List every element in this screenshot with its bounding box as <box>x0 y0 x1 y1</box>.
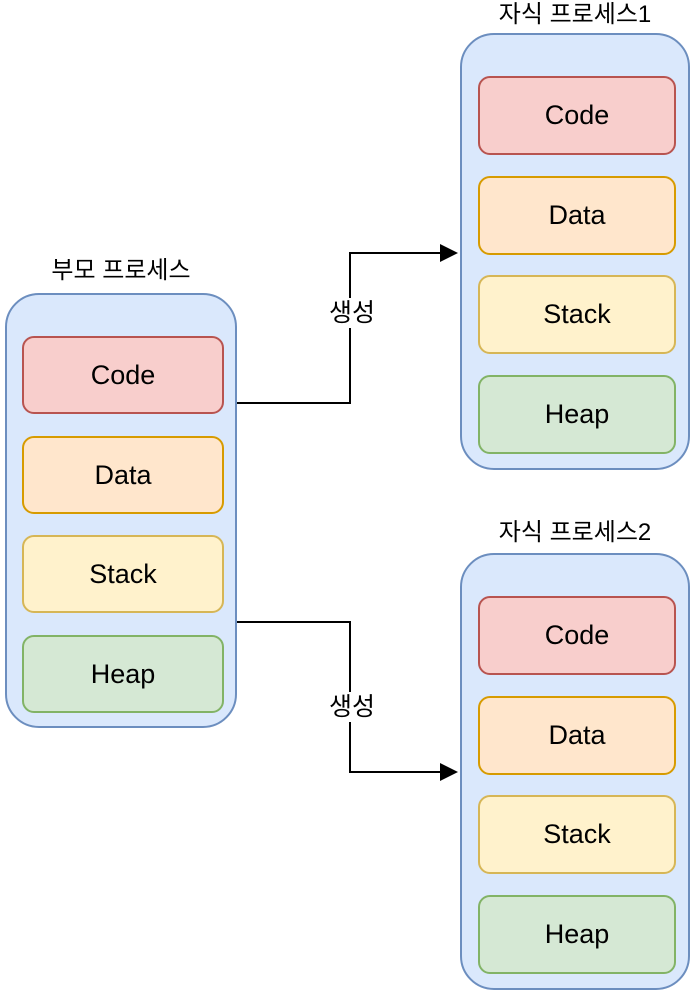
parent-memory-block-code: Code <box>22 336 224 414</box>
child1-process-box: Code Data Stack Heap <box>460 33 690 470</box>
child2-memory-block-data: Data <box>478 696 676 775</box>
child2-process-title: 자식 프로세스2 <box>498 519 652 546</box>
child1-memory-block-heap: Heap <box>478 375 676 454</box>
child1-memory-block-stack: Stack <box>478 275 676 354</box>
arrow-label-create-child1: 생성 <box>325 298 379 328</box>
parent-memory-block-data: Data <box>22 436 224 514</box>
parent-memory-block-heap: Heap <box>22 635 224 713</box>
child1-memory-block-data: Data <box>478 176 676 255</box>
child1-memory-block-code: Code <box>478 76 676 155</box>
child2-memory-block-stack: Stack <box>478 795 676 874</box>
parent-process-title: 부모 프로세스 <box>51 257 191 284</box>
parent-process-box: Code Data Stack Heap <box>5 293 237 728</box>
child2-process-box: Code Data Stack Heap <box>460 553 690 990</box>
child2-memory-block-heap: Heap <box>478 895 676 974</box>
arrowhead-child2-icon <box>440 763 458 781</box>
arrowhead-child1-icon <box>440 244 458 262</box>
child2-memory-block-code: Code <box>478 596 676 675</box>
arrow-label-create-child2: 생성 <box>325 692 379 722</box>
parent-memory-block-stack: Stack <box>22 535 224 613</box>
child1-process-title: 자식 프로세스1 <box>498 1 652 28</box>
